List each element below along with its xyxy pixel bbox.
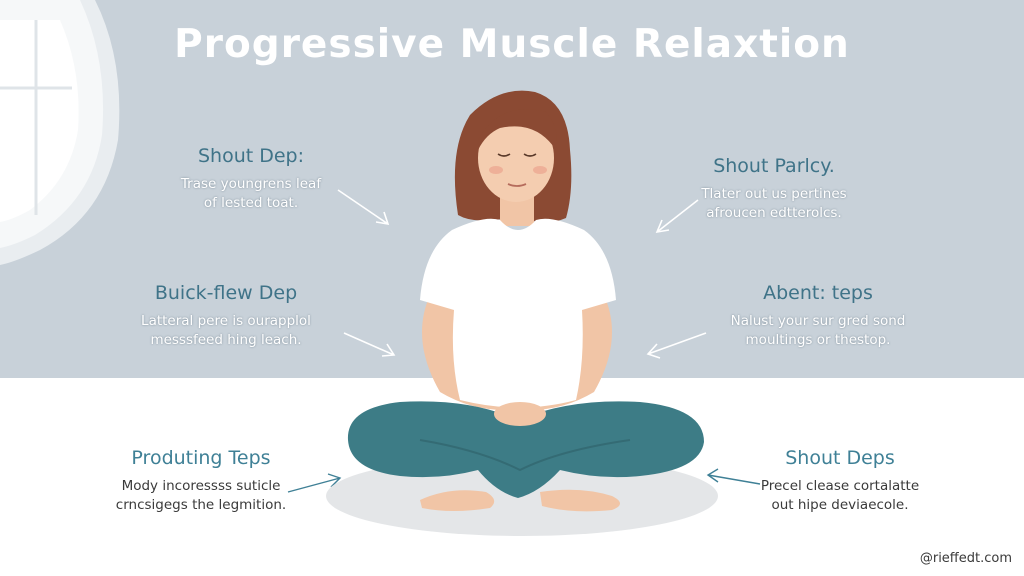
tip-line: of lested toat. bbox=[203, 195, 299, 211]
tip-heading: Buick-flew Dep bbox=[154, 282, 298, 304]
tip-line: Precel clease cortalatte bbox=[760, 478, 920, 494]
tip-text: Latteral pere is ourapplol messsfeed hin… bbox=[101, 312, 351, 350]
tip-heading: Shout Dep: bbox=[197, 145, 305, 167]
hands bbox=[494, 402, 546, 426]
tip-top-left: Shout Dep: Trase youngrens leaf of leste… bbox=[126, 145, 376, 213]
tip-line: Latteral pere is ourapplol bbox=[141, 313, 311, 329]
tip-line: crncsigegs the legmition. bbox=[115, 497, 287, 513]
tip-text: Tlater out us pertines afroucen edtterol… bbox=[649, 185, 899, 223]
tip-top-right: Shout Parlcy. Tlater out us pertines afr… bbox=[649, 155, 899, 223]
tip-line: messsfeed hing leach. bbox=[150, 332, 302, 348]
pants bbox=[347, 401, 704, 498]
arrow-6 bbox=[706, 468, 761, 485]
tip-heading: Abent: teps bbox=[763, 282, 873, 304]
left-foot bbox=[420, 490, 495, 511]
right-foot bbox=[540, 489, 620, 512]
tip-text: Precel clease cortalatte out hipe deviae… bbox=[715, 477, 965, 515]
left-arm bbox=[422, 295, 508, 410]
tip-line: moultings or thestop. bbox=[745, 332, 891, 348]
tip-line: afroucen edtterolcs. bbox=[706, 205, 842, 221]
arrow-2 bbox=[655, 199, 699, 234]
tip-line: out hipe deviaecole. bbox=[771, 497, 909, 513]
right-arm bbox=[527, 295, 612, 410]
tip-line: Mody incoressss suticle bbox=[121, 478, 281, 494]
tip-text: Nalust your sur gred sond moultings or t… bbox=[693, 312, 943, 350]
arrow-3 bbox=[343, 332, 396, 357]
tip-line: Trase youngrens leaf bbox=[180, 176, 322, 192]
tip-text: Trase youngrens leaf of lested toat. bbox=[126, 175, 376, 213]
arrow-5 bbox=[287, 473, 342, 493]
tip-heading: Shout Parlcy. bbox=[713, 155, 835, 177]
tip-line: Nalust your sur gred sond bbox=[730, 313, 906, 329]
page-title: Progressive Muscle Relaxtion bbox=[174, 22, 850, 67]
tip-bottom-right: Shout Deps Precel clease cortalatte out … bbox=[715, 447, 965, 515]
arrow-1 bbox=[337, 189, 390, 226]
tip-line: Tlater out us pertines bbox=[701, 186, 847, 202]
site-credit: @rieffedt.com bbox=[919, 551, 1012, 566]
tip-heading: Shout Deps bbox=[785, 447, 895, 469]
tip-middle-left: Buick-flew Dep Latteral pere is ourapplo… bbox=[101, 282, 351, 350]
tip-middle-right: Abent: teps Nalust your sur gred sond mo… bbox=[693, 282, 943, 350]
tip-bottom-left: Produting Teps Mody incoressss suticle c… bbox=[76, 447, 326, 515]
window-decoration bbox=[0, 0, 120, 265]
arrow-4 bbox=[646, 332, 707, 359]
tip-heading: Produting Teps bbox=[131, 447, 271, 469]
tip-text: Mody incoressss suticle crncsigegs the l… bbox=[76, 477, 326, 515]
face bbox=[478, 114, 554, 202]
shirt bbox=[420, 218, 616, 408]
